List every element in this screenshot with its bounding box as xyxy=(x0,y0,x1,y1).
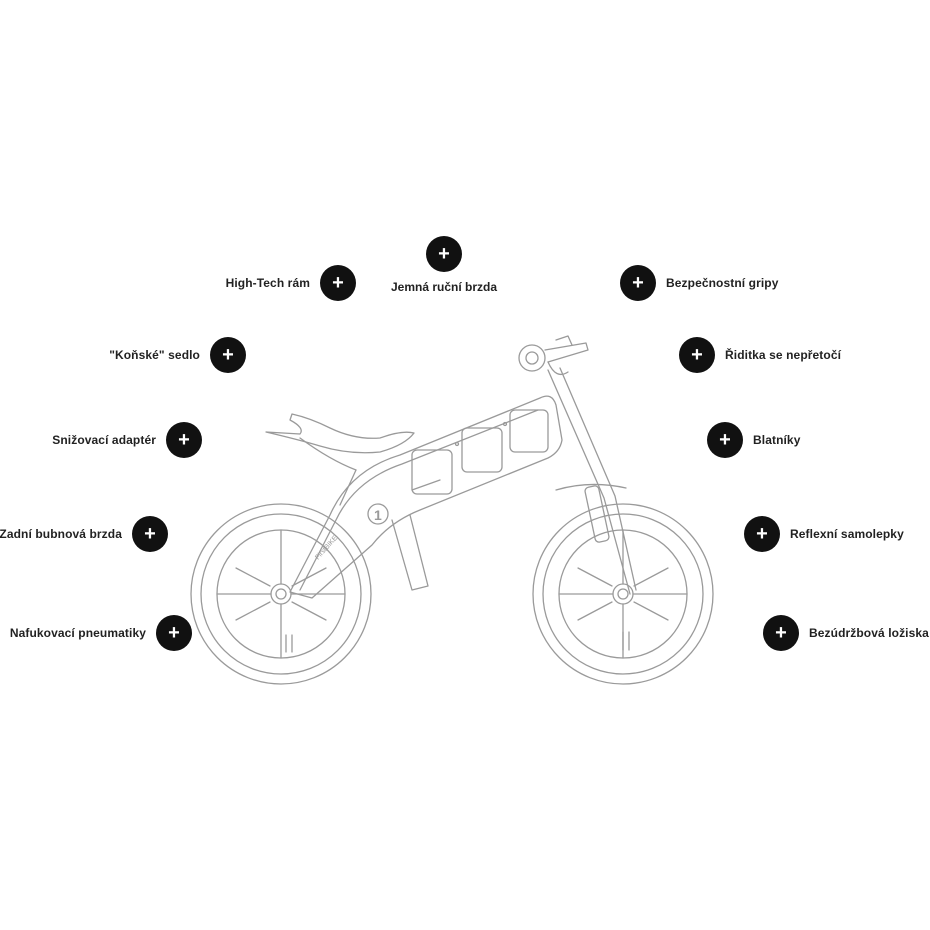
plus-icon[interactable]: + xyxy=(707,422,743,458)
hotspot-label: "Koňské" sedlo xyxy=(109,348,200,362)
front-wheel xyxy=(532,503,714,685)
plus-icon[interactable]: + xyxy=(679,337,715,373)
bike-number: 1 xyxy=(374,507,382,523)
plus-icon[interactable]: + xyxy=(156,615,192,651)
hotspot-bearings[interactable]: + Bezúdržbová ložiska xyxy=(763,615,929,651)
plus-icon[interactable]: + xyxy=(620,265,656,301)
hotspot-seat-adapter[interactable]: Snižovací adaptér + xyxy=(52,422,202,458)
hotspot-reflective[interactable]: + Reflexní samolepky xyxy=(744,516,904,552)
plus-icon[interactable]: + xyxy=(744,516,780,552)
plus-icon[interactable]: + xyxy=(166,422,202,458)
hotspot-label: Řiditka se nepřetočí xyxy=(725,348,842,362)
hotspot-label: Nafukovací pneumatiky xyxy=(9,626,146,640)
fork-and-handlebar xyxy=(518,335,637,595)
plus-icon[interactable]: + xyxy=(320,265,356,301)
hotspot-label: Bezúdržbová ložiska xyxy=(809,626,929,640)
hotspot-label: Bezpečnostní gripy xyxy=(666,276,779,290)
hotspot-label: Zadní bubnová brzda xyxy=(0,527,122,541)
hotspot-fenders[interactable]: + Blatníky xyxy=(707,422,800,458)
plus-icon[interactable]: + xyxy=(132,516,168,552)
hotspot-label: High-Tech rám xyxy=(225,276,310,290)
hotspot-handlebar[interactable]: + Řiditka se nepřetočí xyxy=(679,337,841,373)
saddle xyxy=(265,413,415,471)
hotspot-grips[interactable]: + Bezpečnostní gripy xyxy=(620,265,778,301)
hotspot-label: Reflexní samolepky xyxy=(790,527,904,541)
plus-icon[interactable]: + xyxy=(763,615,799,651)
frame xyxy=(289,395,563,599)
plus-icon[interactable]: + xyxy=(210,337,246,373)
hotspot-saddle[interactable]: "Koňské" sedlo + xyxy=(109,337,246,373)
plus-icon[interactable]: + xyxy=(426,236,462,272)
hotspot-tires[interactable]: Nafukovací pneumatiky + xyxy=(10,615,192,651)
hotspot-label: Jemná ruční brzda xyxy=(390,280,498,294)
hotspot-drum-brake[interactable]: Zadní bubnová brzda + xyxy=(0,516,168,552)
hotspot-label: Snižovací adaptér xyxy=(52,433,156,447)
hotspot-label: Blatníky xyxy=(753,433,801,447)
hotspot-frame[interactable]: High-Tech rám + xyxy=(226,265,356,301)
rear-wheel xyxy=(190,503,372,685)
hotspot-hand-brake[interactable]: + Jemná ruční brzda xyxy=(371,236,517,294)
